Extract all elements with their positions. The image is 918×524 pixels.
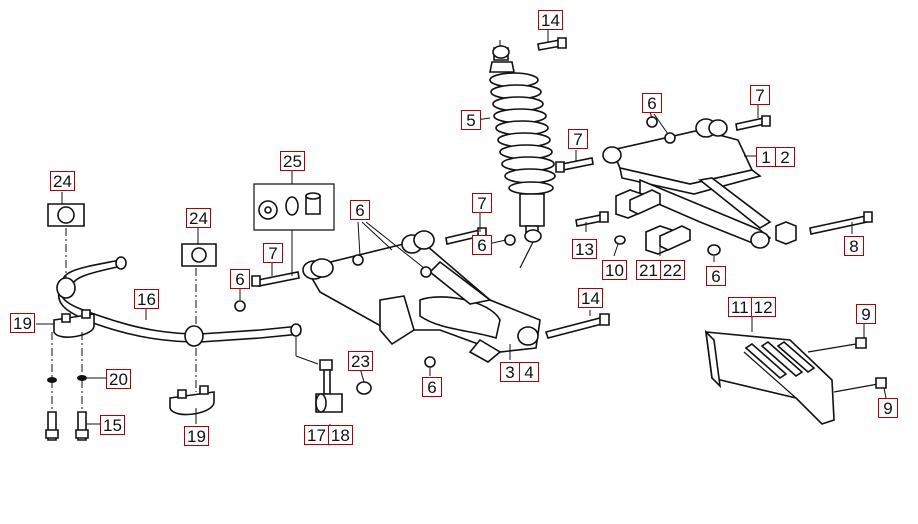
callout-6-right: 6 [706,266,726,286]
callout-6-stabilizer: 6 [230,269,250,289]
callout-7-center: 7 [472,193,492,213]
coil-spring [489,72,556,195]
callout-9-lower: 9 [878,398,898,418]
callout-24-right: 24 [186,208,211,228]
washer-20 [47,375,87,383]
nut-6-swingarm-bottom [424,356,436,368]
stabilizer-bar [56,256,302,347]
bolt-7-lower-left [251,271,300,287]
bracket-19-left [53,309,95,338]
nut-6-lower-a [352,254,364,266]
upper-a-arm [602,118,772,249]
callout-7-lower-left: 7 [263,243,283,263]
callout-19-right: 19 [184,426,209,446]
bracket-19-right [169,385,215,416]
callout-13: 13 [572,239,597,259]
callout-24-left: 24 [50,171,75,191]
washer-23 [356,381,372,395]
bolt-15 [45,411,89,441]
bushing-24-right [181,243,217,267]
nut-6-right [707,244,721,256]
upper-arm-bracket-plates [615,189,797,255]
bolt-7-upper-left [555,157,594,173]
callout-14-top: 14 [538,10,563,30]
callout-7-upper-left: 7 [568,129,588,149]
bolt-14-top [537,37,567,51]
callout-23: 23 [348,351,373,371]
callout-6-swingarm: 6 [350,200,370,220]
bushing-24-left [47,203,85,227]
callout-6-upper: 6 [642,93,662,113]
nut-6-stabilizer [234,300,246,312]
bushing-kit-25 [253,183,335,231]
callout-25: 25 [280,151,305,171]
callout-19-left: 19 [10,313,35,333]
bolt-7-upper-right [735,115,771,131]
callout-5: 5 [461,110,481,130]
nut-10 [614,235,626,245]
bolt-14-lower [544,313,610,339]
nut-6-upper-b [664,132,676,144]
shock-absorber [489,40,556,269]
lower-swing-arm [302,230,541,363]
callout-6-swingarm-bottom: 6 [422,377,442,397]
nut-6-upper-a [646,116,658,128]
callout-8: 8 [844,236,864,256]
bolt-8 [809,211,873,235]
callout-16: 16 [134,289,159,309]
callout-20: 20 [106,369,131,389]
callout-9-upper: 9 [856,304,876,324]
callout-7-upper-right: 7 [750,85,770,105]
stabilizer-link [315,359,343,413]
bolt-13 [575,211,609,227]
callout-14-lower: 14 [578,288,603,308]
nut-6-center [504,234,516,246]
callout-10: 10 [602,260,627,280]
skid-plate [704,329,835,425]
callout-15: 15 [100,415,125,435]
callout-6-center: 6 [472,235,492,255]
nut-6-lower-b [420,266,432,278]
bolt-9-lower [833,377,887,393]
bolt-9-upper [807,337,867,353]
